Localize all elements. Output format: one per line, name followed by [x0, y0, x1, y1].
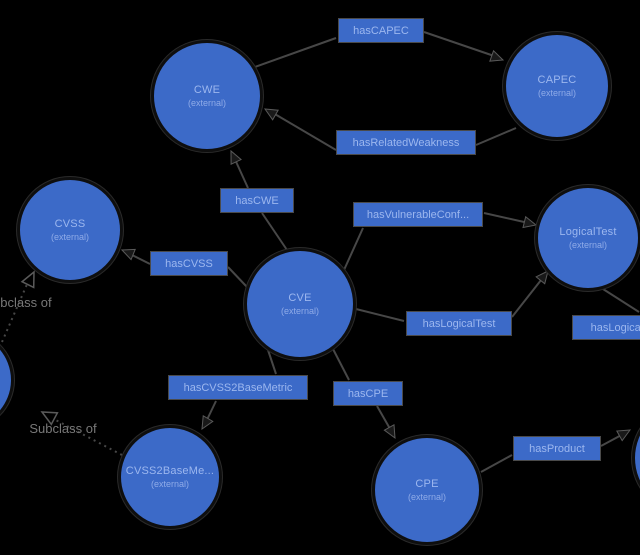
edge-cve-hascpe	[332, 348, 350, 381]
edge-label-hascvss2basemetric[interactable]: hasCVSS2BaseMetric	[168, 375, 308, 400]
edge-subclass-to-leftnode	[49, 416, 123, 456]
edge-haslogicaltest-logicaltest	[511, 274, 546, 318]
node-cve-annotation: (external)	[280, 306, 319, 316]
arrow-logicaltest-upper	[522, 215, 538, 229]
edge-hascapec-capec	[423, 31, 501, 59]
arrow-cvss	[120, 248, 136, 261]
edge-label-haslogicaltest[interactable]: hasLogicalTest	[406, 311, 512, 336]
edge-label-hascwe[interactable]: hasCWE	[220, 188, 294, 213]
arrow-logicaltest-lower	[535, 270, 549, 285]
arrow-product-node	[616, 429, 632, 442]
subclass-label-bottom: Subclass of	[29, 421, 97, 436]
node-cvss[interactable]: CVSS (external)	[17, 177, 123, 283]
node-cvss-annotation: (external)	[50, 232, 89, 242]
edge-cve-hascvss2basemetric	[267, 349, 277, 375]
edge-hasrelatedweakness-cwe	[267, 109, 337, 151]
subclass-arrow-cvss	[20, 270, 35, 289]
edge-cwe-hascapec	[251, 37, 337, 69]
edge-label-hascapec[interactable]: hasCAPEC	[338, 18, 424, 43]
node-logicaltest[interactable]: LogicalTest (external)	[535, 185, 640, 291]
node-cwe-annotation: (external)	[187, 98, 226, 108]
node-capec-label: CAPEC	[537, 74, 577, 86]
arrow-capec	[489, 49, 505, 62]
edge-label-hasproduct[interactable]: hasProduct	[513, 436, 601, 461]
node-logicaltest-label: LogicalTest	[559, 226, 617, 238]
node-cve[interactable]: CVE (external)	[244, 248, 356, 360]
arrow-cwe-from-hascwe	[230, 149, 242, 165]
edge-label-hascpe[interactable]: hasCPE	[333, 381, 403, 406]
node-logicaltest-annotation: (external)	[568, 240, 607, 250]
edge-cpe-hasproduct	[480, 454, 513, 473]
node-cve-label: CVE	[288, 292, 312, 304]
edge-logicaltest-loop	[602, 288, 640, 313]
subclass-arrow-leftnode	[40, 411, 59, 426]
node-cvss2basemetric[interactable]: CVSS2BaseMe... (external)	[118, 425, 222, 529]
node-cvss-label: CVSS	[54, 218, 86, 230]
arrowheads	[20, 49, 632, 442]
node-cwe-label: CWE	[193, 84, 221, 96]
edge-cve-hascvss	[227, 266, 248, 288]
edge-label-hasrelatedweakness[interactable]: hasRelatedWeakness	[336, 130, 476, 155]
edge-cve-hasvulnerableconf	[343, 227, 364, 271]
node-capec[interactable]: CAPEC (external)	[503, 32, 611, 140]
edge-cve-haslogicaltest	[355, 308, 405, 322]
arrow-cvss2basemetric	[201, 415, 214, 431]
node-cpe-annotation: (external)	[407, 492, 446, 502]
node-cwe[interactable]: CWE (external)	[151, 40, 263, 152]
edge-capec-hasrelatedweakness	[475, 127, 517, 146]
arrow-cwe-from-relatedweakness	[263, 108, 279, 121]
edge-cve-hascwe	[261, 212, 288, 251]
subclass-label-top: Subclass of	[0, 295, 52, 310]
edge-label-hascvss[interactable]: hasCVSS	[150, 251, 228, 276]
edge-label-haslogicaltest-clipped[interactable]: hasLogicalTest	[572, 315, 640, 340]
node-cpe[interactable]: CPE (external)	[372, 435, 482, 545]
node-cvss2basemetric-annotation: (external)	[150, 479, 189, 489]
edge-subclass-to-cvss	[1, 281, 29, 343]
node-cpe-label: CPE	[415, 478, 439, 490]
node-cvss2basemetric-label: CVSS2BaseMe...	[125, 465, 215, 477]
node-capec-annotation: (external)	[537, 88, 576, 98]
edge-label-hasvulnerableconf[interactable]: hasVulnerableConf...	[353, 202, 483, 227]
arrow-cpe	[383, 424, 396, 440]
edge-lines	[1, 31, 640, 473]
